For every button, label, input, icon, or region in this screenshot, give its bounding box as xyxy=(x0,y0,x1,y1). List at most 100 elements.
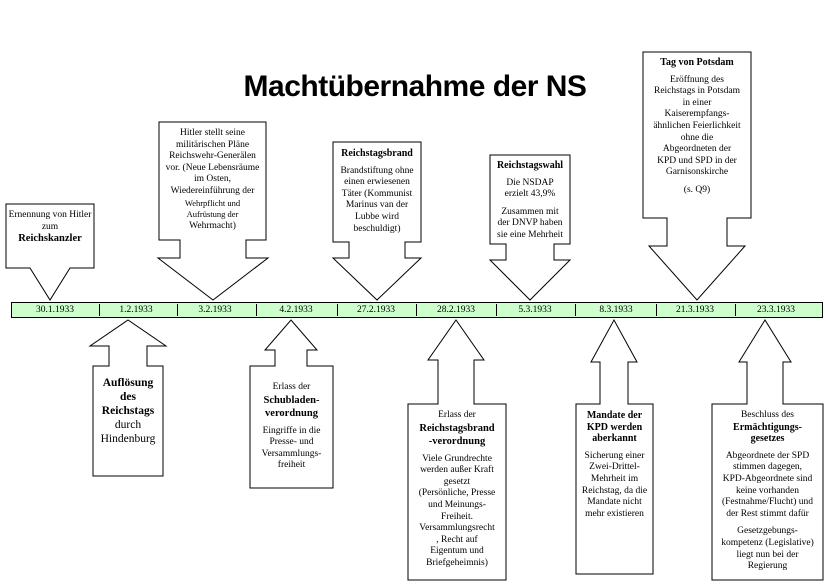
callout-reichstagsbrand-shape xyxy=(331,141,423,301)
callout-line: (Festnahme/Flucht) und xyxy=(721,497,814,508)
callout-reichstagswahl-shape xyxy=(488,154,572,301)
callout-generaele: Hitler stellt seine militärischen Pläne … xyxy=(160,128,265,232)
callout-line: KPD-Abgeordnete sind xyxy=(722,473,813,484)
callout-line: Garnisonskirche xyxy=(665,167,729,178)
callout-line: Viele Grundrechte xyxy=(422,453,492,464)
callout-heading: Reichstagsbrand xyxy=(419,422,495,434)
timeline-tick xyxy=(337,304,338,316)
callout-line: einen erwiesenen xyxy=(344,177,410,188)
callout-line: liegt nun bei der xyxy=(736,549,799,560)
callout-heading: des xyxy=(120,391,136,403)
callout-line: kompetenz (Legislative) xyxy=(721,537,814,548)
timeline-tick xyxy=(256,304,257,316)
callout-line: Brandstiftung ohne xyxy=(340,165,414,176)
callout-line: mehr existieren xyxy=(585,508,644,519)
callout-line: (Persönliche, Presse xyxy=(418,488,496,499)
callout-line: Mehrheit im xyxy=(590,473,639,484)
callout-line: Mandate nicht xyxy=(587,497,642,508)
callout-line: Gesetzgebungs- xyxy=(737,526,798,537)
callout-reichskanzler-shape xyxy=(5,203,95,301)
callout-line: Eigentum und xyxy=(430,546,484,557)
page-title: Machtübernahme der NS xyxy=(243,70,587,103)
callout-heading: -verordnung xyxy=(428,435,486,447)
timeline-tick xyxy=(496,304,497,316)
timeline-tick xyxy=(735,304,736,316)
callout-line: Hitler stellt seine xyxy=(180,128,245,138)
callout-generaele-shape xyxy=(156,121,270,301)
callout-line: Presse- und xyxy=(269,437,314,448)
callout-brandverordnung-shape xyxy=(407,319,507,581)
callout-aufloesung: Auflösung des Reichstags durch Hindenbur… xyxy=(94,376,162,446)
callout-line: Reichstag, da die xyxy=(581,485,648,496)
callout-line: Zwei-Drittel- xyxy=(589,462,640,473)
callout-line: Täter (Kommunist xyxy=(341,188,413,199)
callout-line: Abgeordnete der SPD xyxy=(725,450,810,461)
timeline-date: 8.3.1933 xyxy=(599,305,633,315)
callout-heading: Reichstagsbrand xyxy=(341,148,413,159)
callout-line: und Meinungs- xyxy=(428,499,486,510)
timeline-bar xyxy=(11,302,823,318)
timeline-date: 30.1.1933 xyxy=(36,305,74,315)
callout-line: Zusammen mit xyxy=(501,206,559,217)
callout-line: stimmen dagegen, xyxy=(732,462,803,473)
callout-line: Abgeordneten der xyxy=(662,144,732,155)
timeline-date: 21.3.1933 xyxy=(676,305,714,315)
callout-brandverordnung: Erlass der Reichstagsbrand -verordnung V… xyxy=(409,410,505,570)
callout-line: vor. (Neue Lebensräume xyxy=(165,162,260,173)
callout-heading: Ermächtigungs- xyxy=(733,421,802,433)
callout-line: Sicherung einer xyxy=(584,450,645,461)
timeline-date: 3.2.1933 xyxy=(198,305,232,315)
callout-line: Reichstags in Potsdam xyxy=(653,86,741,97)
callout-line: erzielt 43,9% xyxy=(504,189,556,200)
callout-line: freiheit xyxy=(277,460,306,471)
timeline-tick xyxy=(416,304,417,316)
timeline-date: 5.3.1933 xyxy=(518,305,552,315)
callout-line: gesetzt xyxy=(443,476,471,487)
callout-line: militärischen Pläne xyxy=(175,139,250,150)
callout-line: Regierung xyxy=(747,561,788,572)
callout-line: Hindenburg xyxy=(100,433,156,445)
callout-ermaechtigung: Beschluss des Ermächtigungs- gesetzes Ab… xyxy=(713,410,822,573)
callout-line: der Rest stimmt dafür xyxy=(726,508,809,519)
callout-heading: Schubladen- xyxy=(263,394,320,406)
callout-line: ähnlichen Feierlichkeit xyxy=(653,120,741,131)
callout-heading: Reichstagswahl xyxy=(496,160,564,171)
callout-schubladen: Erlass der Schubladen- verordnung Eingri… xyxy=(251,382,332,472)
timeline-date: 23.3.1933 xyxy=(757,305,795,315)
callout-line: KPD und SPD in der xyxy=(657,155,737,166)
callout-line: Versammlungsrecht xyxy=(419,523,495,534)
callout-line: Wehrpflicht und xyxy=(184,197,241,208)
callout-line: keine vorhanden xyxy=(735,485,800,496)
callout-text: Beschluss des xyxy=(740,410,795,420)
callout-aufloesung-shape xyxy=(88,319,168,477)
callout-kpd-shape xyxy=(575,318,654,575)
timeline-tick xyxy=(575,304,576,316)
callout-line: Briefgeheimnis) xyxy=(426,557,488,568)
callout-line: in einer xyxy=(682,97,712,108)
timeline-tick xyxy=(656,304,657,316)
timeline-date: 4.2.1933 xyxy=(279,305,313,315)
callout-line: der DNVP haben xyxy=(497,218,563,229)
callout-line: Marinus van der xyxy=(345,200,409,211)
callout-line: Lubbe wird xyxy=(354,211,400,222)
callout-heading: aberkannt xyxy=(592,433,637,445)
callout-kpd: Mandate der KPD werden aberkannt Sicheru… xyxy=(577,410,652,520)
timeline-tick xyxy=(177,304,178,316)
callout-potsdam: Tag von Potsdam Eröffnung des Reichstags… xyxy=(644,57,750,197)
callout-heading: Reichskanzler xyxy=(18,233,82,245)
callout-line: Wiedereinführung der xyxy=(170,185,255,196)
callout-reichstagswahl: Reichstagswahl Die NSDAP erzielt 43,9% Z… xyxy=(491,160,569,242)
timeline-date: 27.2.1933 xyxy=(357,305,395,315)
callout-line: Versammlungs- xyxy=(261,448,322,459)
callout-heading: Mandate der xyxy=(586,410,643,421)
callout-line: im Osten, xyxy=(194,174,231,185)
timeline-tick xyxy=(99,304,100,316)
callout-ermaechtigung-shape xyxy=(711,319,824,581)
callout-heading: gesetzes xyxy=(750,433,785,445)
callout-heading: Reichstags xyxy=(101,405,155,417)
callout-heading: Tag von Potsdam xyxy=(660,57,734,68)
callout-reichstagsbrand: Reichstagsbrand Brandstiftung ohne einen… xyxy=(334,148,420,235)
callout-heading: Auflösung xyxy=(102,377,154,389)
